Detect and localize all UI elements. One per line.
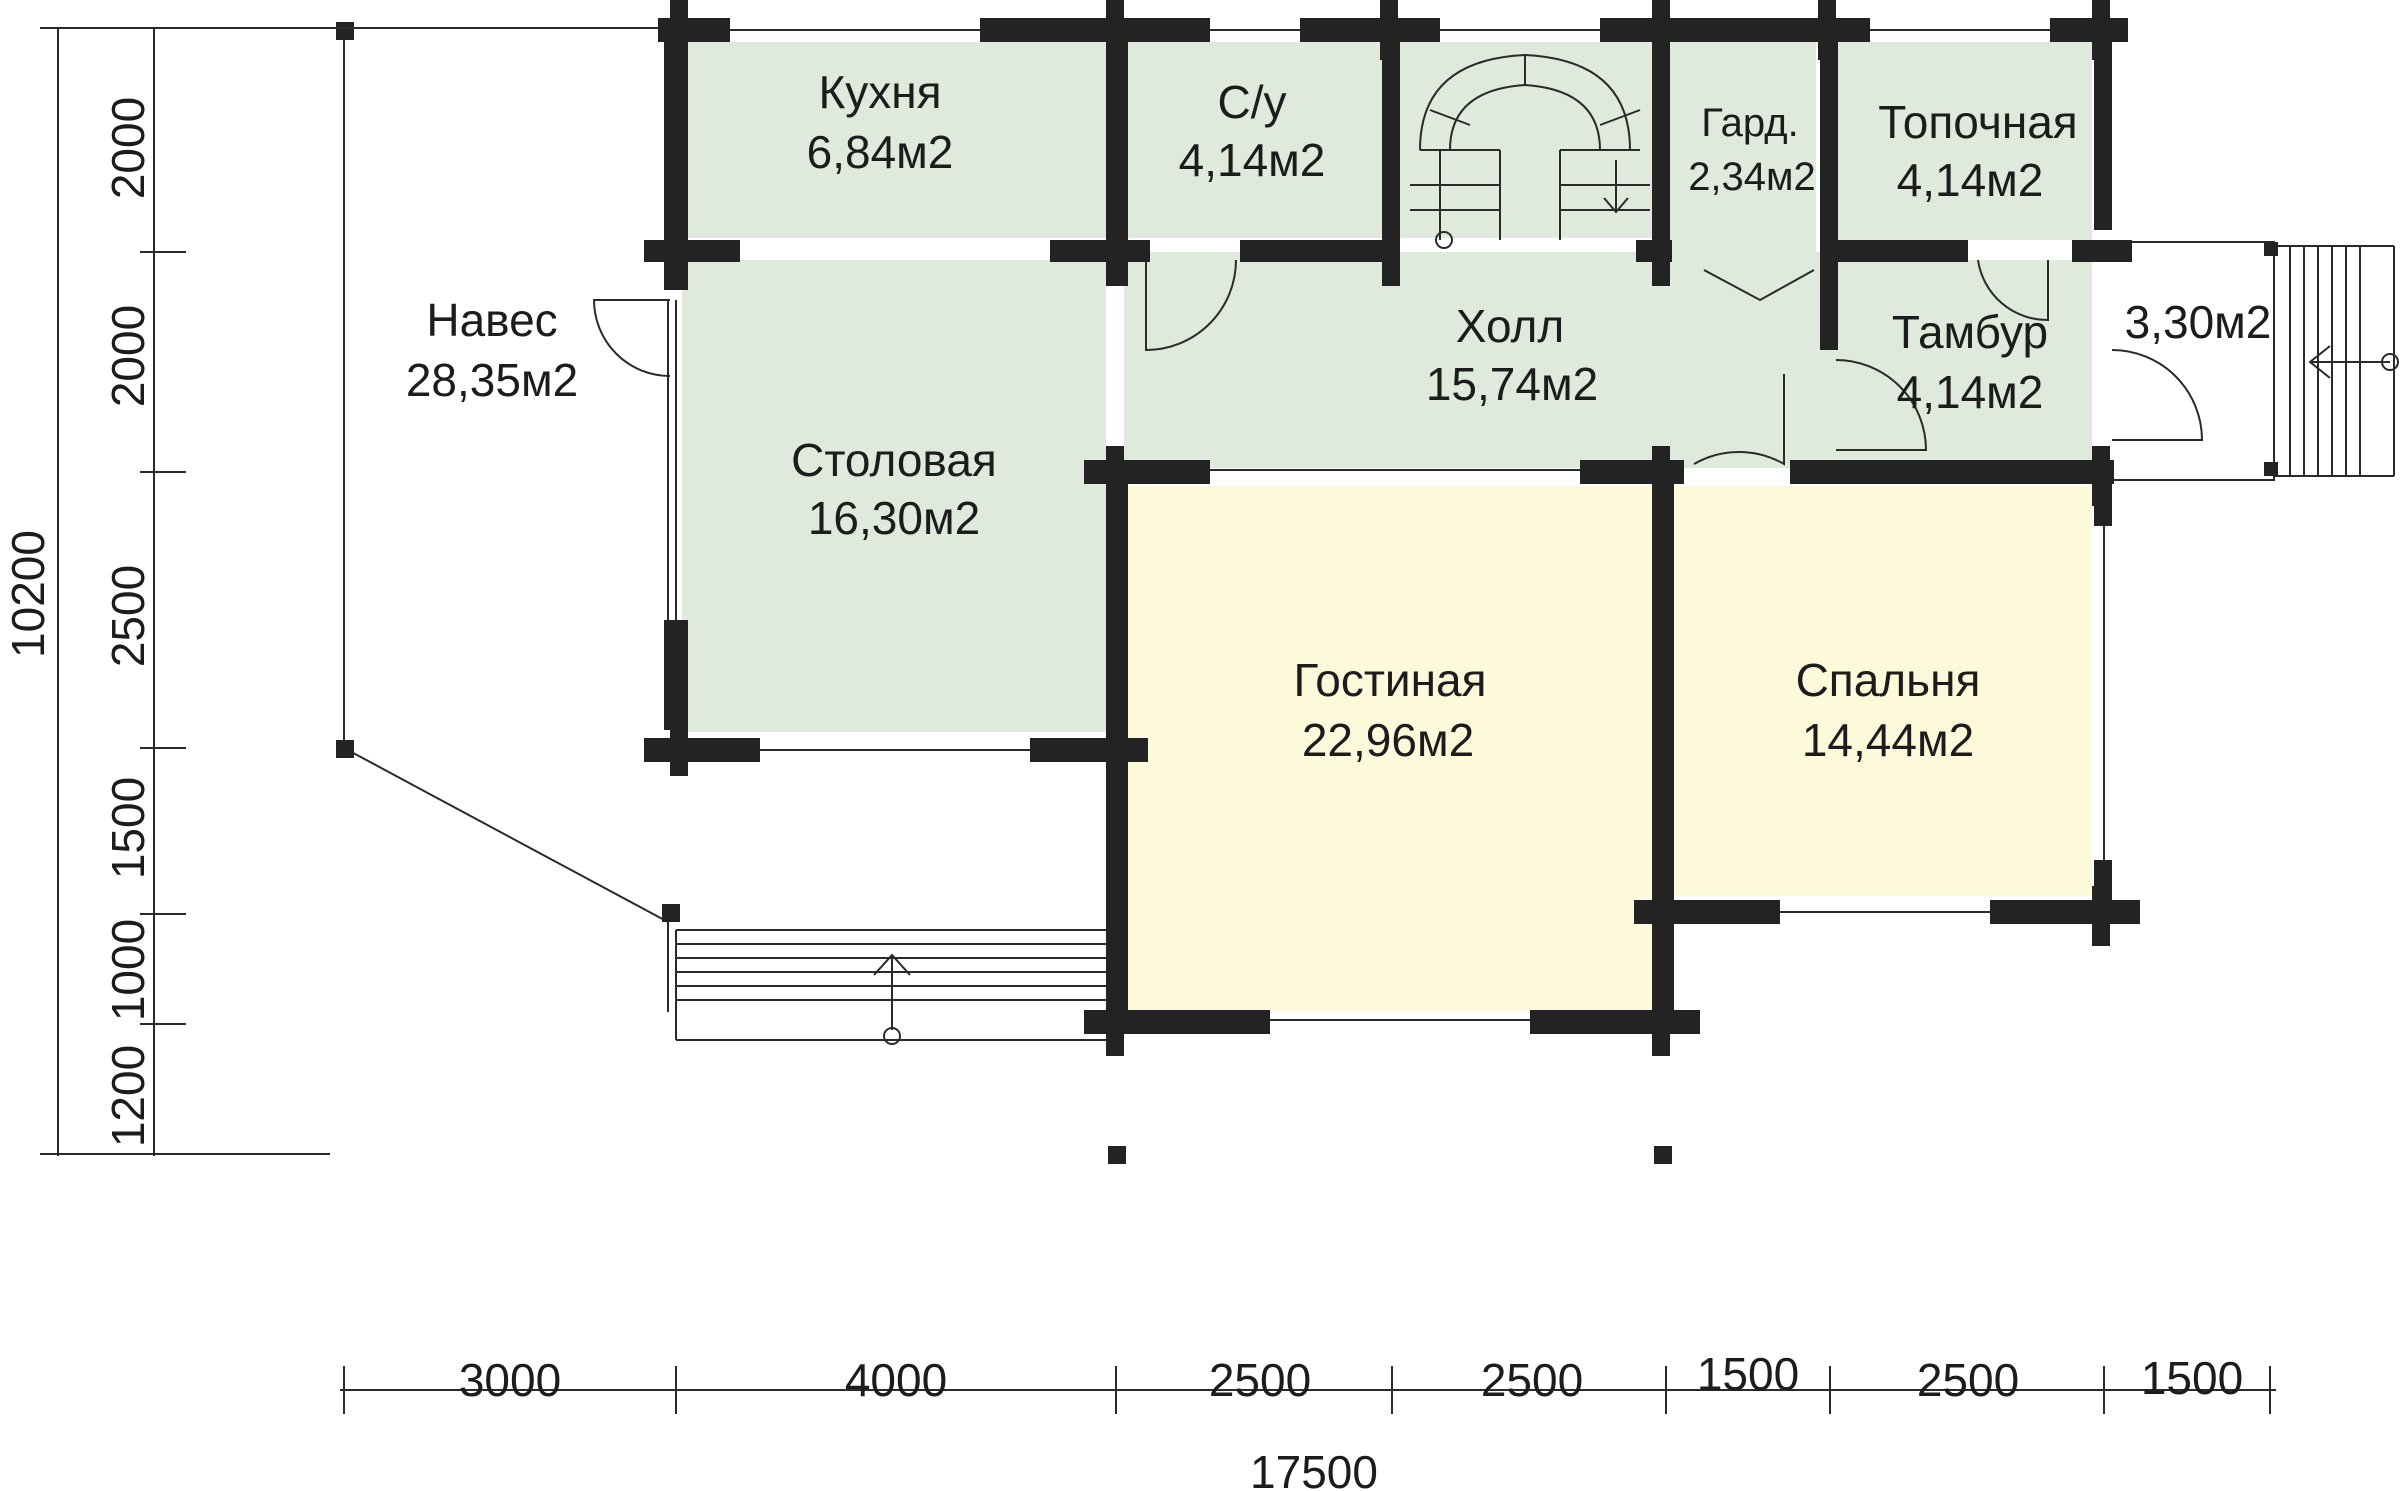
boiler-name: Топочная [1878, 96, 2077, 148]
front-steps [675, 929, 1106, 1045]
h-dim-5: 1500 [1697, 1348, 1799, 1400]
boiler-area: 4,14м2 [1897, 154, 2044, 206]
bathroom-area: 4,14м2 [1179, 134, 1326, 186]
dining-fill [682, 260, 1106, 732]
door-bathroom [1145, 259, 1237, 352]
wardrobe-fill [1664, 42, 1816, 252]
door-canopy [592, 299, 671, 377]
porch-area: 3,30м2 [2125, 296, 2272, 348]
kitchen-name: Кухня [818, 66, 941, 118]
post-canopy-bottom [662, 904, 680, 922]
kitchen-fill [682, 42, 1106, 238]
room-labels: Кухня 6,84м2 С/у 4,14м2 Гард. 2,34м2 Топ… [406, 66, 2272, 766]
h-dim-3: 2500 [1209, 1354, 1311, 1406]
post-canopy-mid [336, 740, 354, 758]
v-ticks [140, 27, 186, 1155]
bedroom-fill [1668, 486, 2092, 896]
porch-outline [2104, 241, 2275, 481]
hall-area: 15,74м2 [1426, 358, 1598, 410]
door-vestibule [1835, 359, 1928, 451]
post-front-right [1654, 1146, 1672, 1164]
wardrobe-area: 2,34м2 [1688, 155, 1816, 199]
kitchen-area: 6,84м2 [807, 126, 954, 178]
v-dim-3: 2500 [102, 565, 154, 667]
canopy-name: Навес [426, 294, 557, 346]
bathroom-name: С/у [1218, 76, 1287, 128]
canopy-outline [343, 27, 669, 1012]
bathroom-fill [1124, 42, 1386, 238]
wall-top-5 [2050, 18, 2128, 42]
boiler-fill [1830, 42, 2092, 240]
h-dim-6: 2500 [1917, 1354, 2019, 1406]
v-dim-2: 2000 [102, 305, 154, 407]
v-dim-1: 2000 [102, 97, 154, 199]
vertical-dimensions: 2000 2000 2500 1500 1000 1200 10200 [2, 27, 390, 1156]
h-dim-2: 4000 [845, 1354, 947, 1406]
door-living [1693, 374, 1785, 466]
vestibule-fill [1830, 260, 2092, 460]
post-canopy-top [336, 22, 354, 40]
wardrobe-door [1703, 269, 1815, 302]
vestibule-name: Тамбур [1892, 306, 2048, 358]
post-front-left [1108, 1146, 1126, 1164]
door-porch [2111, 349, 2204, 441]
staircase [1410, 53, 1650, 249]
living-area: 22,96м2 [1302, 714, 1474, 766]
canopy-area: 28,35м2 [406, 354, 578, 406]
side-steps [2274, 245, 2399, 477]
walls [336, 0, 2278, 1164]
wall-top-3 [1300, 18, 1440, 42]
h-dim-4: 2500 [1481, 1354, 1583, 1406]
room-fills [682, 42, 2092, 1012]
bedroom-name: Спальня [1796, 654, 1981, 706]
v-dim-5: 1000 [102, 919, 154, 1021]
wardrobe-name: Гард. [1701, 101, 1798, 145]
horizontal-dimensions: 3000 4000 2500 2500 1500 2500 1500 17500 [340, 1348, 2276, 1491]
h-ticks [343, 1366, 2271, 1414]
v-dim-4: 1500 [102, 777, 154, 879]
h-dim-1: 3000 [459, 1354, 561, 1406]
hall-fill [1124, 252, 1830, 468]
bedroom-area: 14,44м2 [1802, 714, 1974, 766]
post-porch-bottom [2264, 462, 2278, 476]
door-boiler [1977, 259, 2049, 322]
v-dim-total: 10200 [2, 530, 54, 658]
living-fill [1124, 486, 1652, 1012]
h-dim-7: 1500 [2141, 1352, 2243, 1404]
v-dim-6: 1200 [102, 1045, 154, 1147]
vestibule-area: 4,14м2 [1897, 366, 2044, 418]
living-name: Гостиная [1293, 654, 1486, 706]
h-dim-total: 17500 [1250, 1446, 1378, 1491]
dining-name: Столовая [791, 434, 997, 486]
dining-area: 16,30м2 [808, 492, 980, 544]
post-porch-top [2264, 242, 2278, 256]
wall-top-2 [980, 18, 1210, 42]
hall-name: Холл [1456, 300, 1564, 352]
